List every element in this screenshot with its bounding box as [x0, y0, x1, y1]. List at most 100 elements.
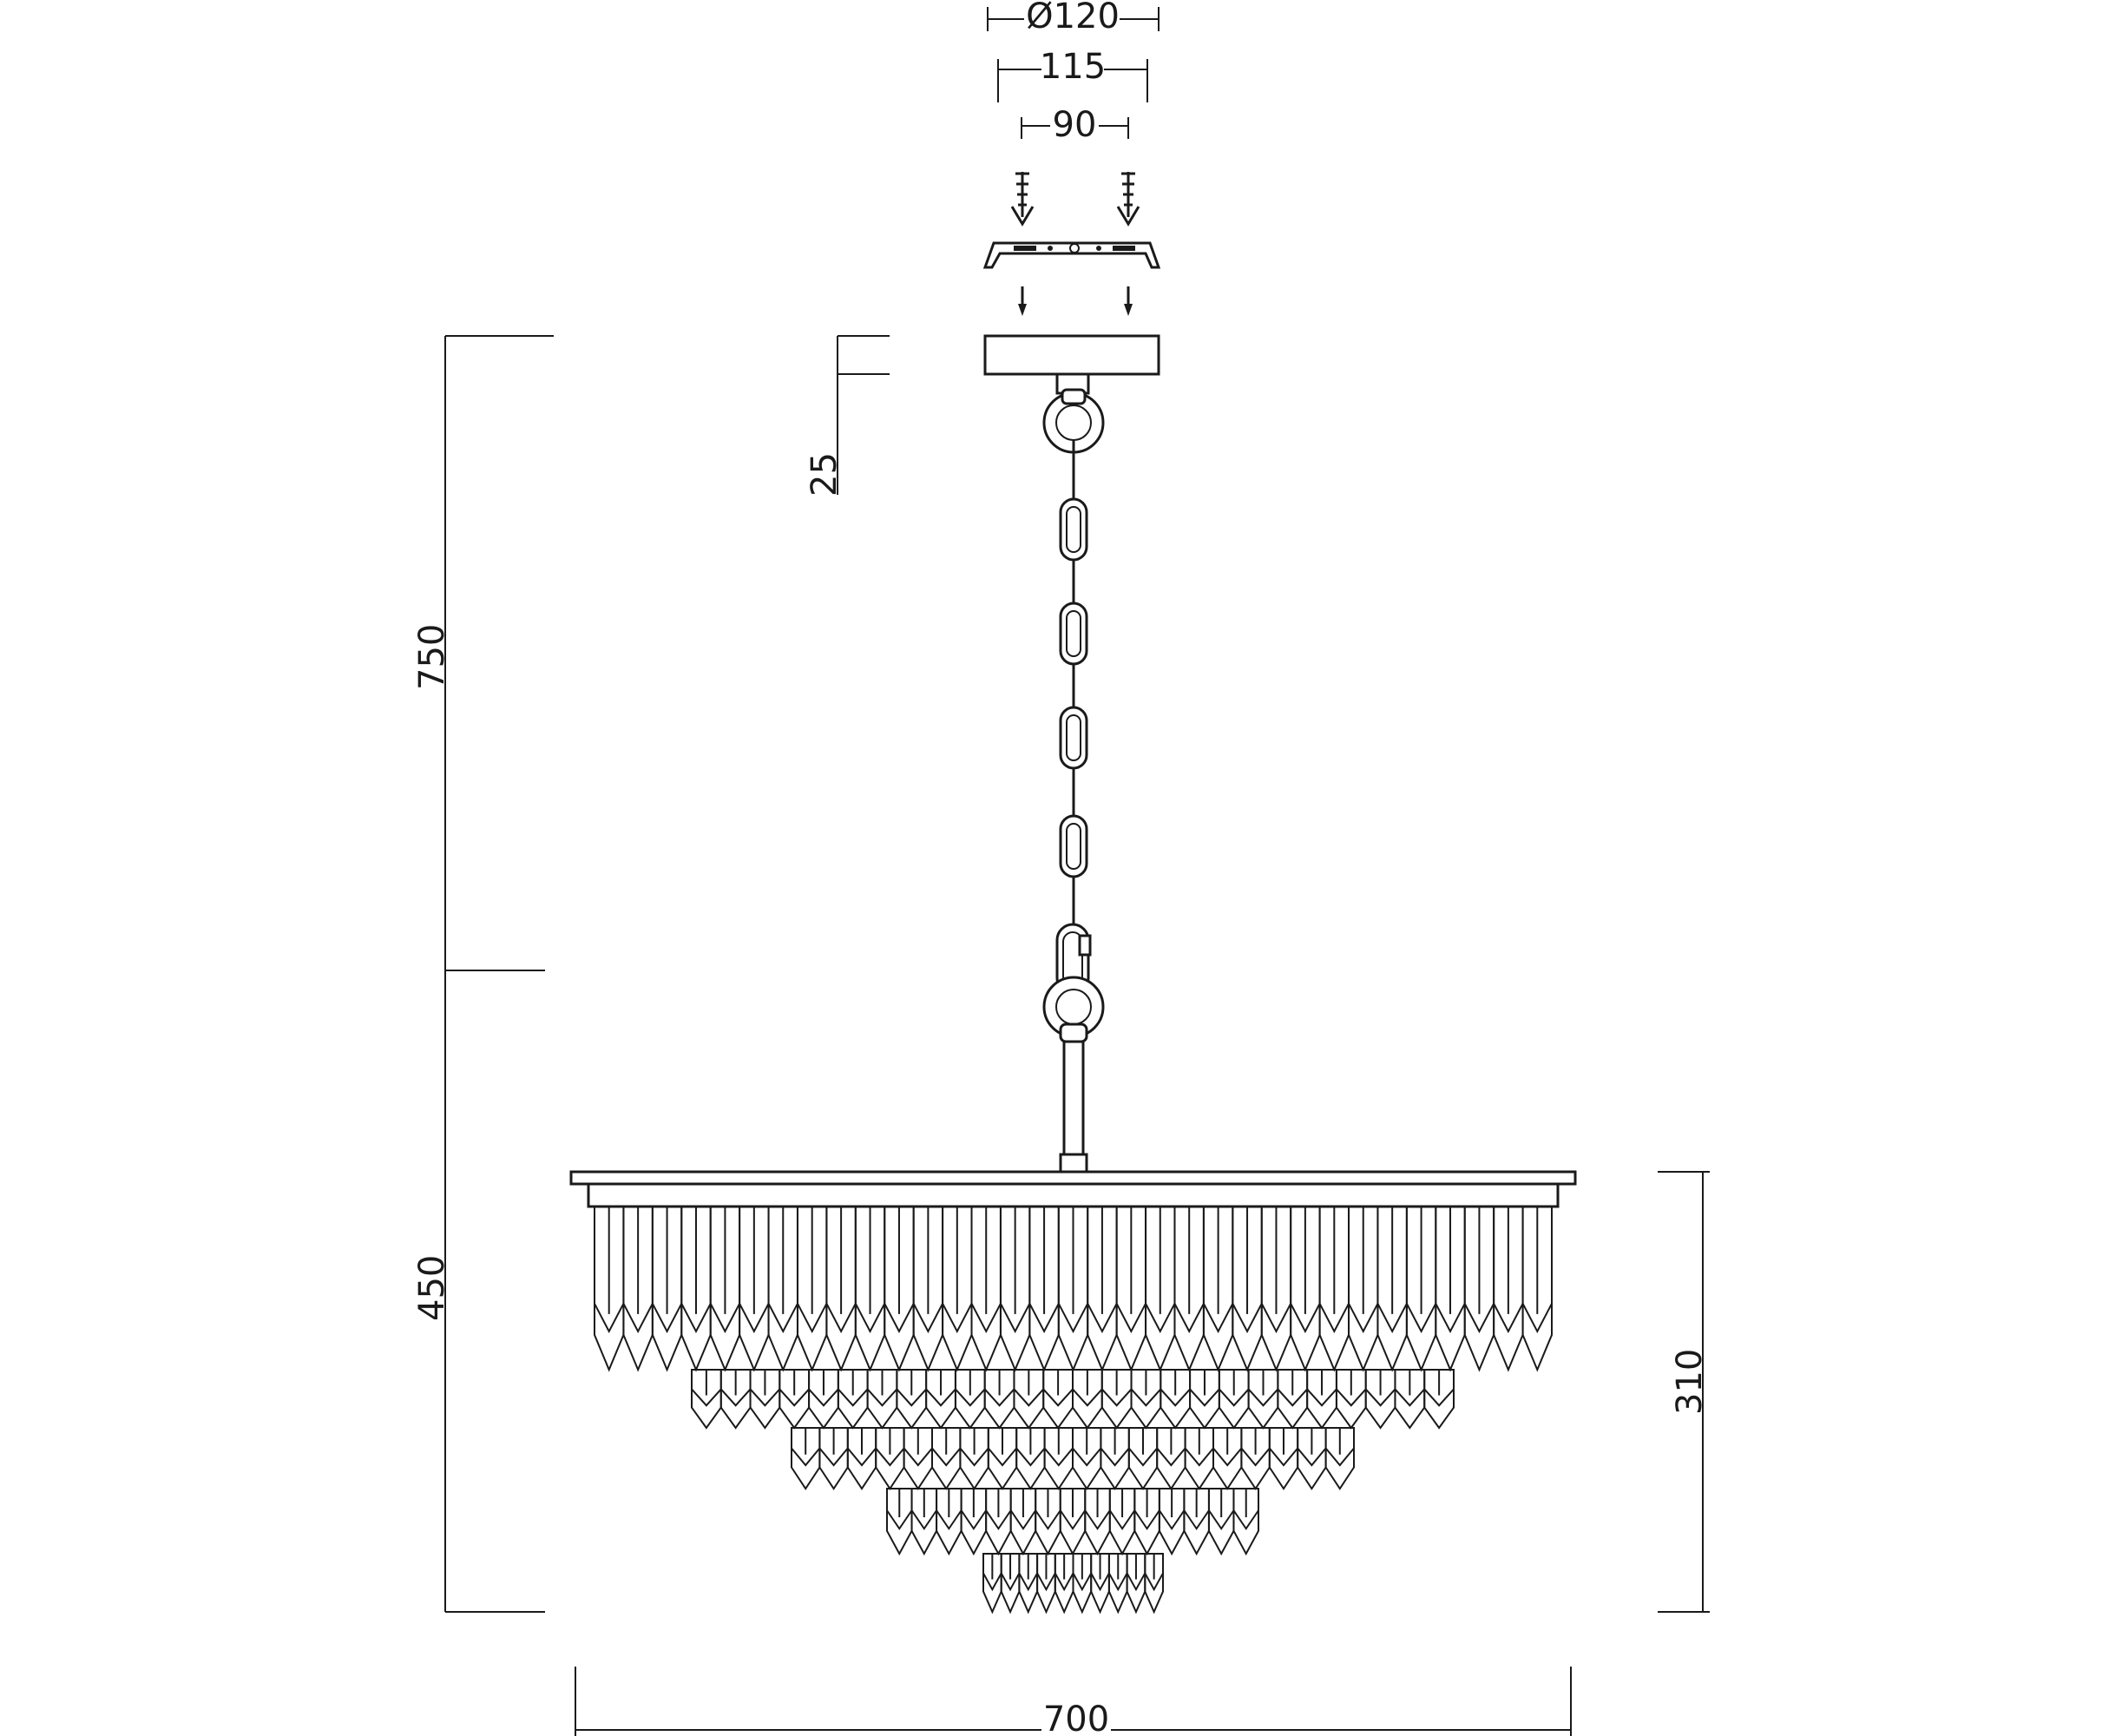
crystal-prism — [959, 1427, 989, 1490]
crystal-prism — [1277, 1369, 1309, 1430]
crystal-prism — [1521, 1206, 1553, 1372]
dim-chain-length-label: 750 — [412, 624, 452, 690]
crystal-prism — [1107, 1553, 1128, 1614]
crystal-prism — [1000, 1553, 1021, 1614]
crystal-prism — [903, 1427, 933, 1490]
screw-right-icon — [1124, 286, 1133, 316]
mounting-bracket — [982, 241, 1161, 269]
dim-screw-spacing-label: 90 — [1053, 105, 1097, 145]
crystal-prism — [825, 1206, 857, 1372]
crystal-tier-4 — [886, 1488, 1259, 1556]
crystal-prism — [1232, 1488, 1259, 1556]
crystal-prism — [719, 1369, 752, 1430]
dim-left-vertical: 750 450 — [412, 335, 554, 1613]
crystal-prism — [1493, 1206, 1524, 1372]
crystal-prism — [1036, 1553, 1056, 1614]
crystal-prism — [749, 1369, 781, 1430]
crystal-prism — [1423, 1369, 1455, 1430]
crystal-prism — [837, 1369, 869, 1430]
crystal-prism — [1297, 1427, 1327, 1490]
crystal-prism — [1100, 1427, 1130, 1490]
crystal-prism — [1240, 1427, 1271, 1490]
crystal-prism — [1130, 1369, 1162, 1430]
crystal-prism — [1009, 1488, 1037, 1556]
crystal-prism — [987, 1427, 1018, 1490]
crystal-prism — [818, 1427, 849, 1490]
crystal-prism — [910, 1488, 938, 1556]
wall-anchor-right-icon — [1116, 172, 1140, 227]
crystal-prism — [1059, 1488, 1087, 1556]
crystal-prism — [808, 1369, 839, 1430]
crystal-prism — [1035, 1488, 1061, 1556]
lower-connector — [1042, 976, 1105, 1174]
crystal-prism — [1376, 1206, 1408, 1372]
ceiling-canopy — [983, 334, 1160, 376]
crystal-prism — [1072, 1369, 1103, 1430]
chain — [1055, 439, 1092, 996]
crystal-prism — [1090, 1553, 1110, 1614]
crystal-prism — [1318, 1206, 1350, 1372]
crystal-tier-3 — [791, 1427, 1355, 1490]
crystal-prism — [912, 1206, 944, 1372]
crystal-prism — [1115, 1206, 1147, 1372]
dim-shade-height-label: 310 — [1670, 1349, 1710, 1415]
crystal-prism — [985, 1488, 1012, 1556]
crystal-prism — [594, 1206, 625, 1372]
crystal-prism — [884, 1206, 915, 1372]
crystal-prism — [1042, 1369, 1074, 1430]
crystal-prism — [960, 1488, 988, 1556]
screw-left-icon — [1018, 286, 1027, 316]
crystal-prism — [875, 1427, 905, 1490]
crystal-prism — [1126, 1553, 1146, 1614]
crystal-prism — [1028, 1206, 1060, 1372]
crystal-prism — [1183, 1488, 1210, 1556]
crystal-prism — [970, 1206, 1002, 1372]
dim-screw-spacing: 90 — [1021, 105, 1129, 145]
dim-bracket-width-label: 115 — [1040, 47, 1106, 87]
wall-anchor-left-icon — [1010, 172, 1035, 227]
upper-connector — [1042, 372, 1105, 454]
dim-canopy-diameter: Ø120 — [987, 0, 1160, 36]
crystal-prism — [1108, 1488, 1136, 1556]
crystal-prism — [1189, 1369, 1220, 1430]
dim-bracket-width: 115 — [997, 47, 1148, 102]
crystal-prism — [1207, 1488, 1235, 1556]
crystal-prism — [1013, 1369, 1045, 1430]
crystal-prism — [1348, 1206, 1379, 1372]
crystal-prism — [1127, 1427, 1159, 1490]
crystal-prism — [925, 1369, 956, 1430]
crystal-prism — [942, 1206, 973, 1372]
crystal-prism — [1133, 1488, 1160, 1556]
crystal-prism — [999, 1206, 1031, 1372]
crystal-prism — [739, 1206, 770, 1372]
crystal-prism — [1015, 1427, 1046, 1490]
dim-overall-width: 700 — [575, 1667, 1572, 1736]
crystal-prism — [680, 1206, 712, 1372]
crystal-prism — [791, 1427, 821, 1490]
dim-body-height-label: 450 — [412, 1255, 452, 1321]
crystal-prism — [954, 1369, 986, 1430]
crystal-tier-5 — [982, 1553, 1164, 1614]
crystal-prism — [1290, 1206, 1321, 1372]
crystal-prism — [1184, 1427, 1214, 1490]
dim-canopy-height: 25 — [805, 335, 890, 496]
crystal-prism — [866, 1369, 898, 1430]
crystal-prism — [1144, 1553, 1164, 1614]
crystal-prism — [1394, 1369, 1426, 1430]
crystal-prism — [1018, 1553, 1039, 1614]
crystal-prism — [1145, 1206, 1176, 1372]
crystal-prism — [1043, 1427, 1074, 1490]
dim-shade-height: 310 — [1658, 1171, 1710, 1613]
crystal-prism — [651, 1206, 683, 1372]
crystal-prism — [709, 1206, 741, 1372]
crystal-prism — [936, 1488, 962, 1556]
crystal-prism — [1202, 1206, 1234, 1372]
crystal-prism — [1324, 1427, 1355, 1490]
crystal-prism — [1158, 1488, 1186, 1556]
crystal-prism — [1084, 1488, 1111, 1556]
crystal-prism — [622, 1206, 654, 1372]
dim-overall-width-label: 700 — [1043, 1700, 1109, 1736]
crystal-prism — [854, 1206, 886, 1372]
crystal-prism — [1173, 1206, 1205, 1372]
crystal-prism — [846, 1427, 877, 1490]
